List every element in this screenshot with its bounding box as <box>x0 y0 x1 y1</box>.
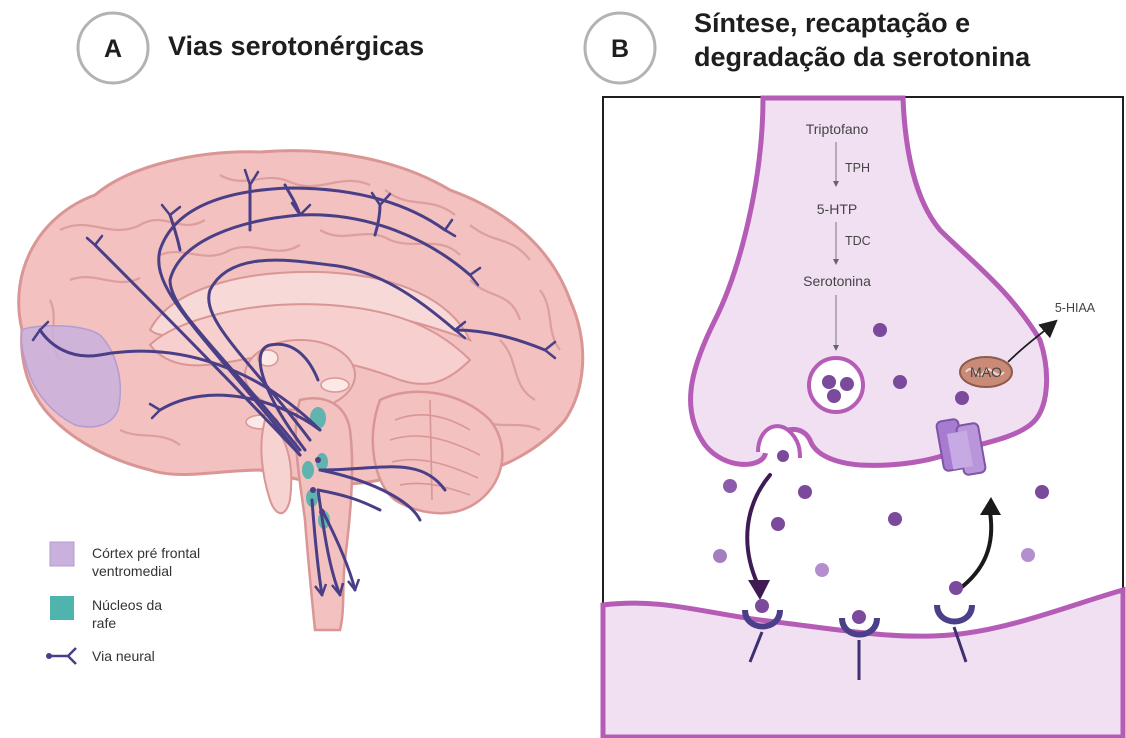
legend-prefrontal-line1: Córtex pré frontal <box>92 545 200 561</box>
legend-prefrontal-line2: ventromedial <box>92 563 172 579</box>
panel-a-title: Vias serotonérgicas <box>168 31 424 61</box>
serotonin-transporter <box>936 418 986 475</box>
panel-b: B Síntese, recaptação e degradação da se… <box>585 8 1123 737</box>
tdc-label: TDC <box>845 234 871 248</box>
legend: Córtex pré frontal ventromedial Núcleos … <box>46 542 200 664</box>
legend-swatch-raphe <box>50 596 74 620</box>
legend-item-raphe: Núcleos da rafe <box>50 596 162 631</box>
mao-label: MAO <box>970 364 1002 380</box>
legend-raphe-line1: Núcleos da <box>92 597 162 613</box>
5hiaa-label: 5-HIAA <box>1055 301 1096 315</box>
panel-a-badge: A <box>78 13 148 83</box>
panel-a: A Vias serotonérgicas <box>19 13 583 664</box>
serotonin-label: Serotonina <box>803 273 871 289</box>
5htp-label: 5-HTP <box>817 201 857 217</box>
serotonin-molecule <box>777 450 789 462</box>
tryptophan-label: Triptofano <box>806 121 869 137</box>
mao-mitochondrion: MAO <box>960 357 1012 387</box>
legend-raphe-line2: rafe <box>92 615 116 631</box>
legend-item-prefrontal: Córtex pré frontal ventromedial <box>50 542 200 579</box>
storage-vesicle <box>809 358 863 412</box>
panel-b-title-line1: Síntese, recaptação e <box>694 8 970 38</box>
tph-label: TPH <box>845 161 870 175</box>
legend-pathway-icon <box>46 648 76 664</box>
panel-b-title-line2: degradação da serotonina <box>694 42 1031 72</box>
panel-b-badge: B <box>585 13 655 83</box>
prefrontal-cortex-region <box>21 326 120 427</box>
legend-item-pathway: Via neural <box>46 648 155 664</box>
legend-swatch-prefrontal <box>50 542 74 566</box>
panel-a-badge-letter: A <box>104 35 122 63</box>
legend-pathway-label: Via neural <box>92 648 155 664</box>
panel-b-badge-letter: B <box>611 35 629 63</box>
